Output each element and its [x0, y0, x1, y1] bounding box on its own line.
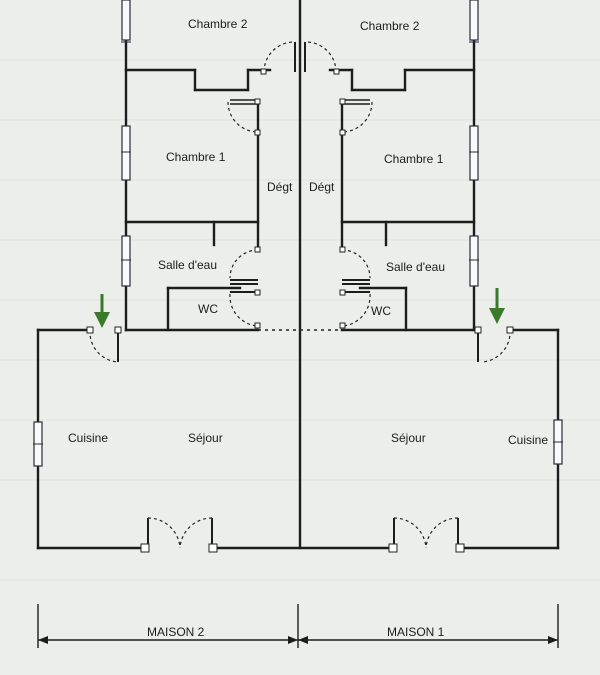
room-label-chambre1-right: Chambre 1 — [384, 152, 444, 166]
room-label-degt-right: Dégt — [309, 180, 335, 194]
room-label-wc-right: WC — [371, 304, 391, 318]
walls — [36, 0, 560, 550]
room-label-chambre1-left: Chambre 1 — [166, 150, 226, 164]
room-label-degt-left: Dégt — [267, 180, 293, 194]
room-label-cuisine-right: Cuisine — [508, 433, 548, 447]
down-arrow-icon — [94, 294, 110, 328]
room-label-chambre2-right: Chambre 2 — [360, 19, 420, 33]
room-label-sejour-right: Séjour — [391, 431, 426, 445]
room-label-wc-left: WC — [198, 302, 218, 316]
room-label-chambre2-left: Chambre 2 — [188, 17, 248, 31]
dimension-label-maison2: MAISON 2 — [147, 625, 205, 639]
room-label-cuisine-left: Cuisine — [68, 431, 108, 445]
dimension-label-maison1: MAISON 1 — [387, 625, 445, 639]
room-label-salle-eau-right: Salle d'eau — [386, 260, 445, 274]
doors — [86, 41, 514, 553]
windows — [33, 0, 563, 467]
dimension-line: MAISON 2 MAISON 1 — [37, 604, 559, 648]
room-label-salle-eau-left: Salle d'eau — [158, 258, 217, 272]
room-label-sejour-left: Séjour — [188, 431, 223, 445]
down-arrow-icon — [489, 288, 505, 324]
room-labels: Chambre 2 Chambre 2 Chambre 1 Chambre 1 … — [68, 17, 548, 447]
